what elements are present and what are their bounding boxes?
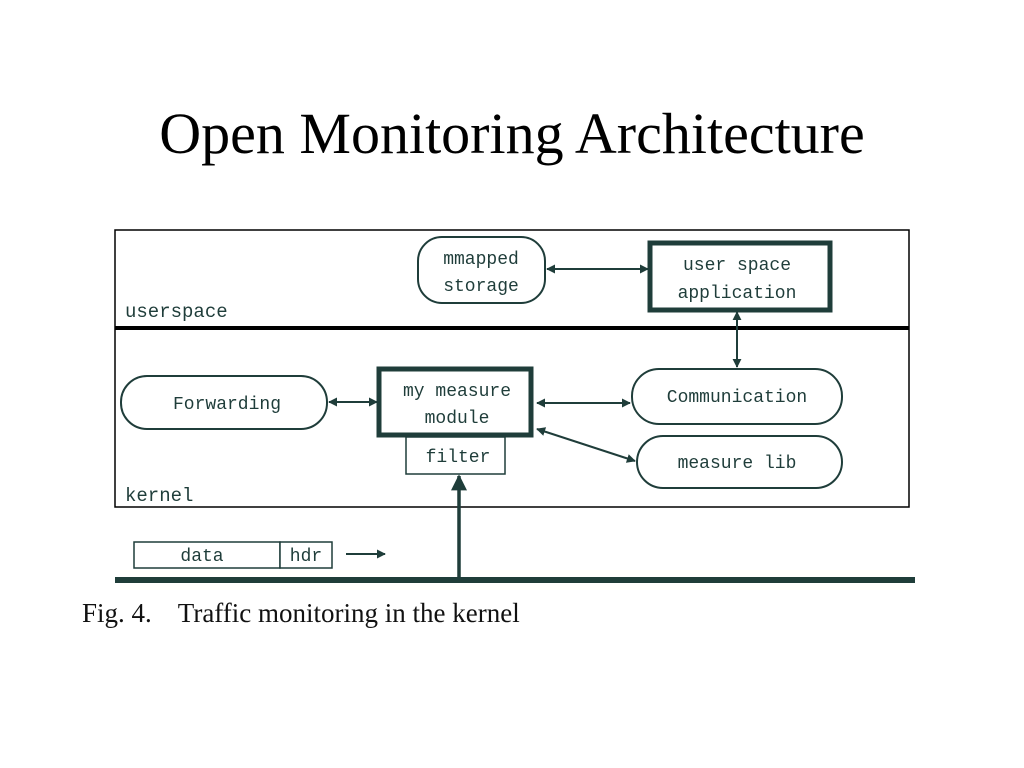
figure-caption-text: Traffic monitoring in the kernel <box>177 598 520 628</box>
region-label-userspace: userspace <box>125 301 228 323</box>
node-measure-module: my measure module <box>376 366 534 438</box>
packet-data-field <box>133 541 281 569</box>
region-label-kernel: kernel <box>125 485 193 507</box>
node-mmapped-storage: mmapped storage <box>417 236 546 304</box>
node-filter-label: filter <box>426 448 491 468</box>
node-communication-label: Communication <box>667 388 807 408</box>
figure-caption: Fig. 4. Traffic monitoring in the kernel <box>82 598 520 629</box>
node-forwarding: Forwarding <box>120 375 328 430</box>
node-mmapped-storage-line2: storage <box>443 277 519 297</box>
node-mmapped-storage-line1: mmapped <box>443 250 519 270</box>
packet-hdr-field <box>279 541 333 569</box>
packet-hdr-label: hdr <box>290 547 322 567</box>
node-measure-module-line1: my measure <box>403 382 511 402</box>
figure-caption-label: Fig. 4. <box>82 598 152 628</box>
node-communication: Communication <box>631 368 843 425</box>
node-filter: filter <box>405 436 506 475</box>
node-measure-module-line2: module <box>425 409 490 429</box>
packet: data hdr <box>133 541 386 569</box>
node-measure-lib-label: measure lib <box>678 454 797 474</box>
slide-title: Open Monitoring Architecture <box>159 101 865 166</box>
node-user-space-application-line1: user space <box>683 256 791 276</box>
node-user-space-application-line2: application <box>678 284 797 304</box>
node-user-space-application: user space application <box>647 240 833 313</box>
diagram-frame <box>114 229 910 508</box>
packet-data-label: data <box>180 547 223 567</box>
node-forwarding-label: Forwarding <box>173 395 281 415</box>
arrow-module-measure-lib <box>536 427 636 463</box>
node-measure-lib: measure lib <box>636 435 843 489</box>
